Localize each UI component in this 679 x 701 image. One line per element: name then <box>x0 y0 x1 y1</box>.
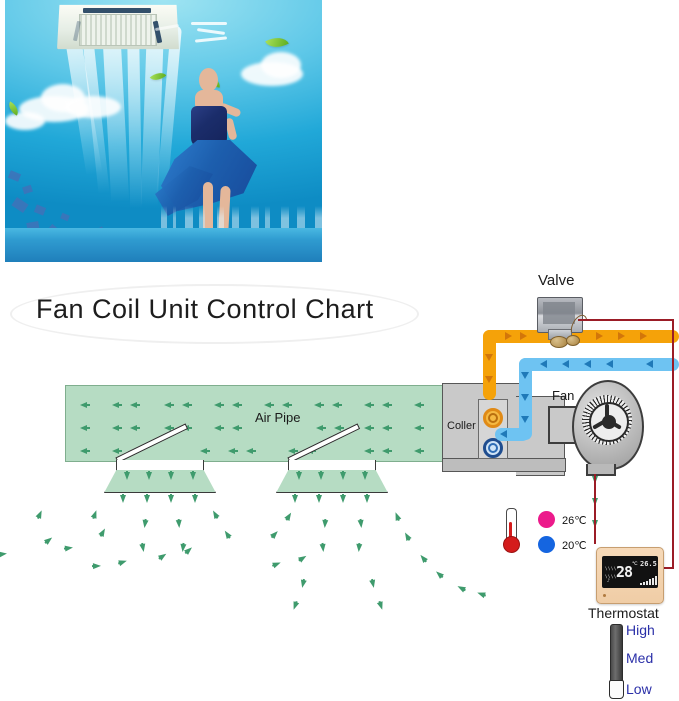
fan-center-hub <box>602 415 616 429</box>
fan-speed-low-label[interactable]: Low <box>626 681 652 697</box>
coiler-label: Coller <box>447 420 476 432</box>
page-title: Fan Coil Unit Control Chart <box>36 294 374 324</box>
thermostat-indicator-led <box>603 594 606 597</box>
diffuser-neck-1 <box>116 460 204 471</box>
coiler-base <box>442 458 566 472</box>
cassette-vent-slot <box>83 8 151 13</box>
thermometer-icon <box>502 508 526 556</box>
cold-temperature-value: 20℃ <box>562 540 587 552</box>
fan-label: Fan <box>552 388 575 403</box>
cold-flow-arrow <box>562 360 569 368</box>
hot-flow-arrow <box>485 376 493 383</box>
fan-speed-med-label[interactable]: Med <box>626 650 654 666</box>
cold-water-port <box>483 438 503 458</box>
product-photo <box>5 0 322 262</box>
control-wire-right <box>672 319 674 569</box>
cold-flow-arrow <box>606 360 613 368</box>
thermostat-device[interactable]: 28 ℃ 26.5 \\\\ \\\\ ♪ <box>596 547 664 604</box>
thermostat-label: Thermostat <box>588 605 659 621</box>
hot-pipe-horizontal <box>483 330 679 343</box>
fan-speed-high-label[interactable]: High <box>626 622 655 638</box>
wind-swoosh <box>191 22 227 25</box>
valve-faceplate <box>543 302 575 324</box>
fan-outlet <box>586 464 616 476</box>
model-head <box>199 68 218 92</box>
hot-flow-arrow <box>485 354 493 361</box>
valve-label: Valve <box>538 272 575 289</box>
fan-speed-slider-knob[interactable] <box>609 680 624 699</box>
cloud <box>261 52 301 78</box>
thermostat-current-temp: 28 <box>616 563 633 581</box>
sea-surface <box>5 228 322 262</box>
fan-spoke <box>605 404 609 420</box>
diffuser-neck-2 <box>288 460 376 471</box>
control-wire-top <box>578 319 674 321</box>
thermostat-lcd-screen: 28 ℃ 26.5 \\\\ \\\\ ♪ <box>602 556 658 588</box>
thermostat-temp-unit: ℃ <box>632 561 638 567</box>
cold-flow-arrow <box>646 360 653 368</box>
hot-flow-arrow <box>596 332 603 340</box>
cold-flow-arrow <box>500 430 507 438</box>
cold-flow-arrow <box>521 372 529 379</box>
hot-flow-arrow <box>520 332 527 340</box>
hot-flow-arrow <box>640 332 647 340</box>
valve-union-nut <box>566 335 580 346</box>
fan-coil-diagram: Fan Coil Unit Control Chart Air Pipe <box>0 262 679 701</box>
diffuser-1 <box>104 470 216 493</box>
control-wire-fan-branch <box>594 474 596 544</box>
ceiling-cassette-unit <box>57 3 179 51</box>
cold-flow-arrow <box>584 360 591 368</box>
cassette-grille <box>79 14 157 46</box>
cold-temperature-swatch <box>538 536 555 553</box>
thermostat-signal-bars <box>640 576 657 585</box>
hot-flow-arrow <box>505 332 512 340</box>
title-ellipse-outline <box>10 284 419 344</box>
hot-temperature-value: 26℃ <box>562 515 587 527</box>
diffuser-2 <box>276 470 388 493</box>
cold-flow-arrow <box>540 360 547 368</box>
cold-pipe-horizontal <box>519 358 679 371</box>
cold-flow-arrow <box>521 394 529 401</box>
air-pipe-label: Air Pipe <box>255 410 301 425</box>
fan-hub-ring <box>589 402 629 442</box>
hot-flow-arrow <box>618 332 625 340</box>
air-pipe-duct <box>65 385 445 462</box>
thermostat-setpoint: 26.5 <box>640 560 657 568</box>
fan-speed-slider-track[interactable] <box>610 624 623 688</box>
cold-flow-arrow <box>521 416 529 423</box>
hot-water-port <box>483 408 503 428</box>
hot-temperature-swatch <box>538 511 555 528</box>
cloud <box>5 112 45 130</box>
